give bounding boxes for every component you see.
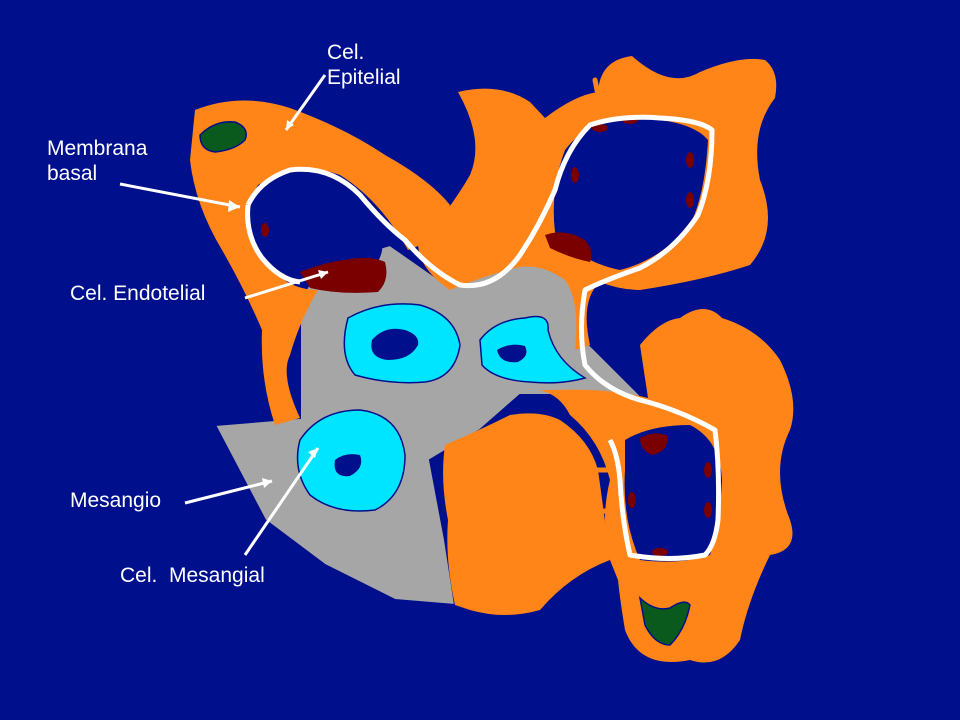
epithelial-lobe-top-left — [190, 100, 450, 426]
capillary-2 — [553, 118, 708, 270]
epithelial-lobe-bottom — [443, 413, 610, 615]
nucleus-2 — [497, 344, 527, 363]
pointer-lines — [119, 74, 329, 556]
capillary-3 — [624, 425, 722, 562]
basement-membrane — [245, 114, 722, 561]
capillary-lumens — [255, 118, 722, 562]
endothelial-cell-1 — [300, 257, 387, 293]
basement-membrane-lower — [245, 204, 301, 285]
epithelial-nucleus-2 — [638, 595, 691, 646]
epithelial-nucleus-1 — [199, 121, 247, 153]
capillary-1 — [255, 171, 383, 279]
label-cel-epitelial: Cel. Epitelial — [327, 41, 401, 89]
nucleus-3 — [334, 454, 362, 477]
nucleus-1 — [371, 328, 419, 360]
endothelial-cells — [261, 116, 712, 556]
label-membrana-basal: Membrana basal — [47, 137, 148, 185]
foot-processes — [227, 77, 755, 588]
label-cel-endotelial: Cel. Endotelial — [70, 282, 206, 305]
pointer-arrowheads — [228, 120, 328, 488]
label-mesangio: Mesangio — [70, 489, 162, 512]
label-cel-mesangial: Cel. Mesangial — [120, 564, 265, 587]
mesangial-cells — [296, 303, 587, 512]
mesangial-cell-2 — [479, 315, 587, 384]
endothelial-cell-2 — [545, 232, 592, 262]
endothelial-cell-3 — [640, 433, 668, 455]
